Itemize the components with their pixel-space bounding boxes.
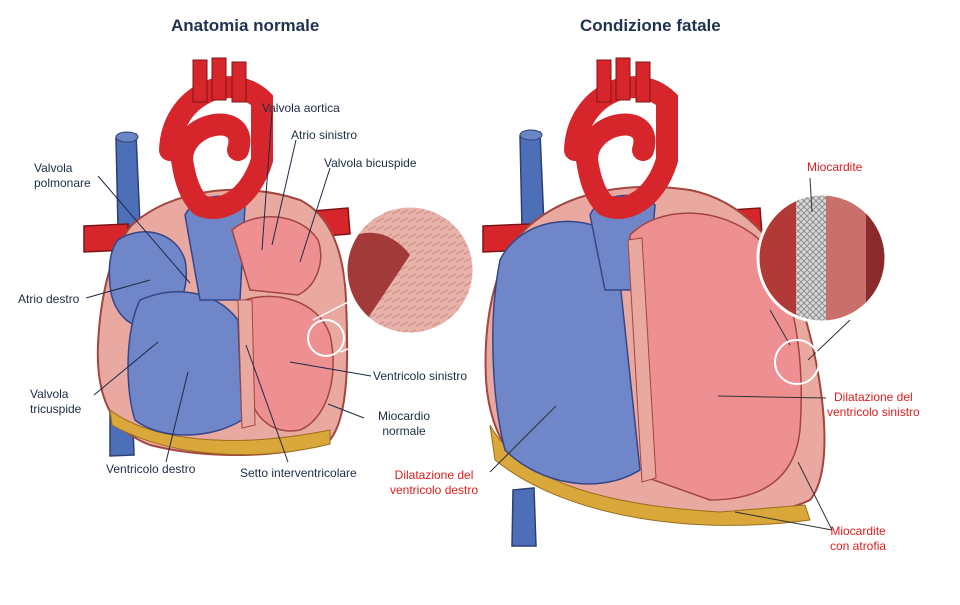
leader-lines-normal (85, 111, 372, 463)
label-valvola-aortica: Valvola aortica (262, 101, 340, 115)
aortic-branches (596, 57, 651, 103)
label-dilatazione-ventricolo-sinistro: Dilatazione del ventricolo sinistro (827, 390, 920, 419)
vena-cava-superior (519, 129, 545, 229)
aortic-branches (192, 57, 247, 103)
left-ventricle-dilated (629, 212, 802, 501)
label-valvola-polmonare: Valvola polmonare (34, 161, 91, 190)
label-ventricolo-sinistro: Ventricolo sinistro (373, 369, 468, 383)
label-miocardite-con-atrofia: Miocardite con atrofia (830, 524, 887, 553)
title-fatal: Condizione fatale (580, 16, 721, 35)
label-valvola-tricuspide: Valvola tricuspide (30, 387, 82, 416)
left-ventricle (244, 295, 334, 432)
vena-cava-inferior (511, 487, 537, 547)
myocarditis-zoom (756, 192, 888, 385)
label-setto-interventricolare: Setto interventricolare (240, 466, 357, 480)
label-miocardio-normale: Miocardio normale (378, 409, 431, 438)
left-atrium (231, 215, 322, 296)
label-atrio-sinistro: Atrio sinistro (291, 128, 358, 142)
normal-myocardium-zoom (307, 204, 476, 357)
septum (627, 237, 657, 483)
label-atrio-destro: Atrio destro (18, 292, 80, 306)
septum (237, 299, 256, 429)
right-ventricle-dilated (492, 220, 641, 485)
title-normal: Anatomia normale (171, 16, 320, 35)
vena-cava-superior (115, 131, 141, 229)
leader-lines-fatal (489, 177, 833, 531)
fatal-heart (482, 57, 888, 547)
normal-heart (83, 57, 476, 463)
label-ventricolo-destro: Ventricolo destro (106, 462, 196, 476)
label-dilatazione-ventricolo-destro: Dilatazione del ventricolo destro (390, 468, 479, 497)
label-miocardite: Miocardite (807, 160, 863, 174)
label-valvola-bicuspide: Valvola bicuspide (324, 156, 417, 170)
right-ventricle (127, 291, 243, 436)
